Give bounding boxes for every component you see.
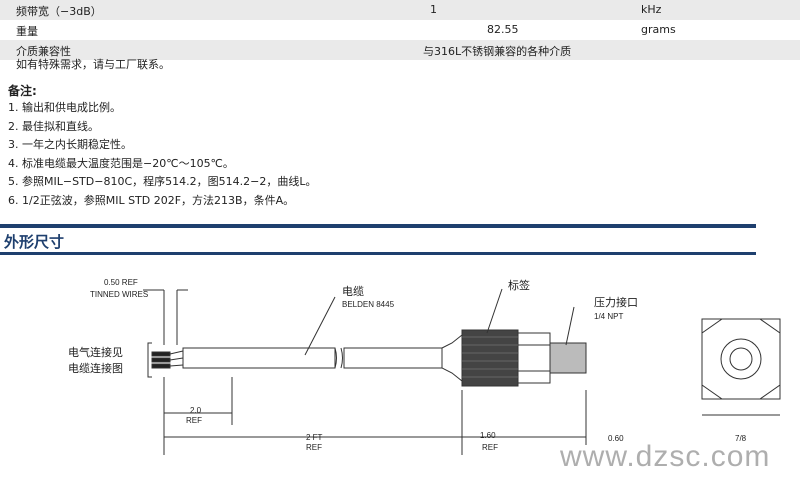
pressure-port-label: 压力接口 [594, 296, 638, 309]
ref-label: REF [482, 443, 498, 452]
special-request-text: 如有特殊需求，请与工厂联系。 [16, 58, 170, 71]
dimension-drawing: 0.50 REF TINNED WIRES BELDEN 8445 1/4 NP… [68, 278, 781, 455]
ref-label: REF [306, 443, 322, 452]
spec-value: 1 [430, 3, 437, 16]
wire [169, 364, 184, 367]
spec-row-weight: 重量 82.55 grams [0, 20, 800, 40]
watermark: www.dzsc.com [560, 440, 771, 473]
cable-body [182, 347, 336, 369]
hex-collar [517, 332, 551, 384]
spec-label: 重量 [16, 25, 38, 38]
spec-value: 82.55 [487, 23, 519, 36]
electrical-connection-label: 电气连接见 [68, 345, 123, 359]
spec-unit: kHz [641, 3, 662, 16]
tag-label: 标签 [508, 278, 530, 292]
leader-cable [304, 296, 336, 356]
tinned-wire [151, 363, 171, 369]
leader-port [565, 306, 575, 346]
dim-050-label: 0.50 REF [104, 278, 138, 287]
leader-label [486, 288, 503, 334]
dim-20-label: 2.0 [190, 406, 202, 415]
knurl-texture [462, 336, 518, 378]
notes-title: 备注: [8, 84, 37, 98]
cable-label: 电缆 [342, 285, 364, 298]
port-inner-ring [729, 347, 753, 371]
dim-060-label: 0.60 [608, 434, 624, 443]
cable-part-label: BELDEN 8445 [342, 300, 395, 309]
wire-bracket [147, 342, 152, 378]
port-outer-ring [720, 338, 762, 380]
wire [169, 350, 184, 355]
electrical-connection-label: 电缆连接图 [68, 362, 123, 375]
cable-break [340, 347, 343, 369]
spec-value: 与316L不锈钢兼容的各种介质 [423, 45, 572, 58]
dim-2ft-label: 2 FT [306, 433, 323, 442]
dim-160-label: 1.60 [480, 431, 496, 440]
tinned-wire [151, 351, 171, 357]
note-item: 6.1/2正弦波，参照MIL STD 202F，方法213B，条件A。 [8, 193, 295, 207]
dim-78-label: 7/8 [735, 434, 747, 443]
spec-table: 频带宽（−3dB） 1 kHz 重量 82.55 grams 介质兼容性 与31… [0, 0, 800, 60]
section-title: 外形尺寸 [4, 233, 65, 251]
spec-row-media: 介质兼容性 与316L不锈钢兼容的各种介质 [0, 40, 800, 60]
note-item: 5.参照MIL−STD−810C，程序514.2，图514.2−2，曲线L。 [8, 175, 317, 189]
knurled-body [461, 329, 519, 387]
spec-label: 介质兼容性 [16, 45, 71, 58]
spec-label: 频带宽（−3dB） [16, 5, 102, 18]
tinned-wire [151, 357, 171, 363]
section-divider-bottom [0, 252, 756, 255]
spec-row-bandwidth: 频带宽（−3dB） 1 kHz [0, 0, 800, 20]
spec-unit: grams [641, 23, 676, 36]
note-item: 3.一年之内长期稳定性。 [8, 138, 132, 152]
ref-label: REF [186, 416, 202, 425]
npt-label: 1/4 NPT [594, 312, 623, 321]
notes-list: 1.输出和供电成比例。 2.最佳拟和直线。 3.一年之内长期稳定性。 4.标准电… [8, 99, 316, 211]
note-item: 4.标准电缆最大温度范围是−20℃～105℃。 [8, 156, 234, 170]
wire [169, 357, 184, 361]
section-divider-top [0, 224, 756, 228]
note-item: 1.输出和供电成比例。 [8, 101, 121, 114]
hex-end-view [701, 318, 781, 400]
strain-relief [441, 333, 463, 383]
cable-break [334, 347, 337, 369]
threaded-port [549, 342, 587, 374]
tinned-wires-label: TINNED WIRES [90, 290, 148, 299]
note-item: 2.最佳拟和直线。 [8, 119, 99, 133]
cable-body [343, 347, 443, 369]
